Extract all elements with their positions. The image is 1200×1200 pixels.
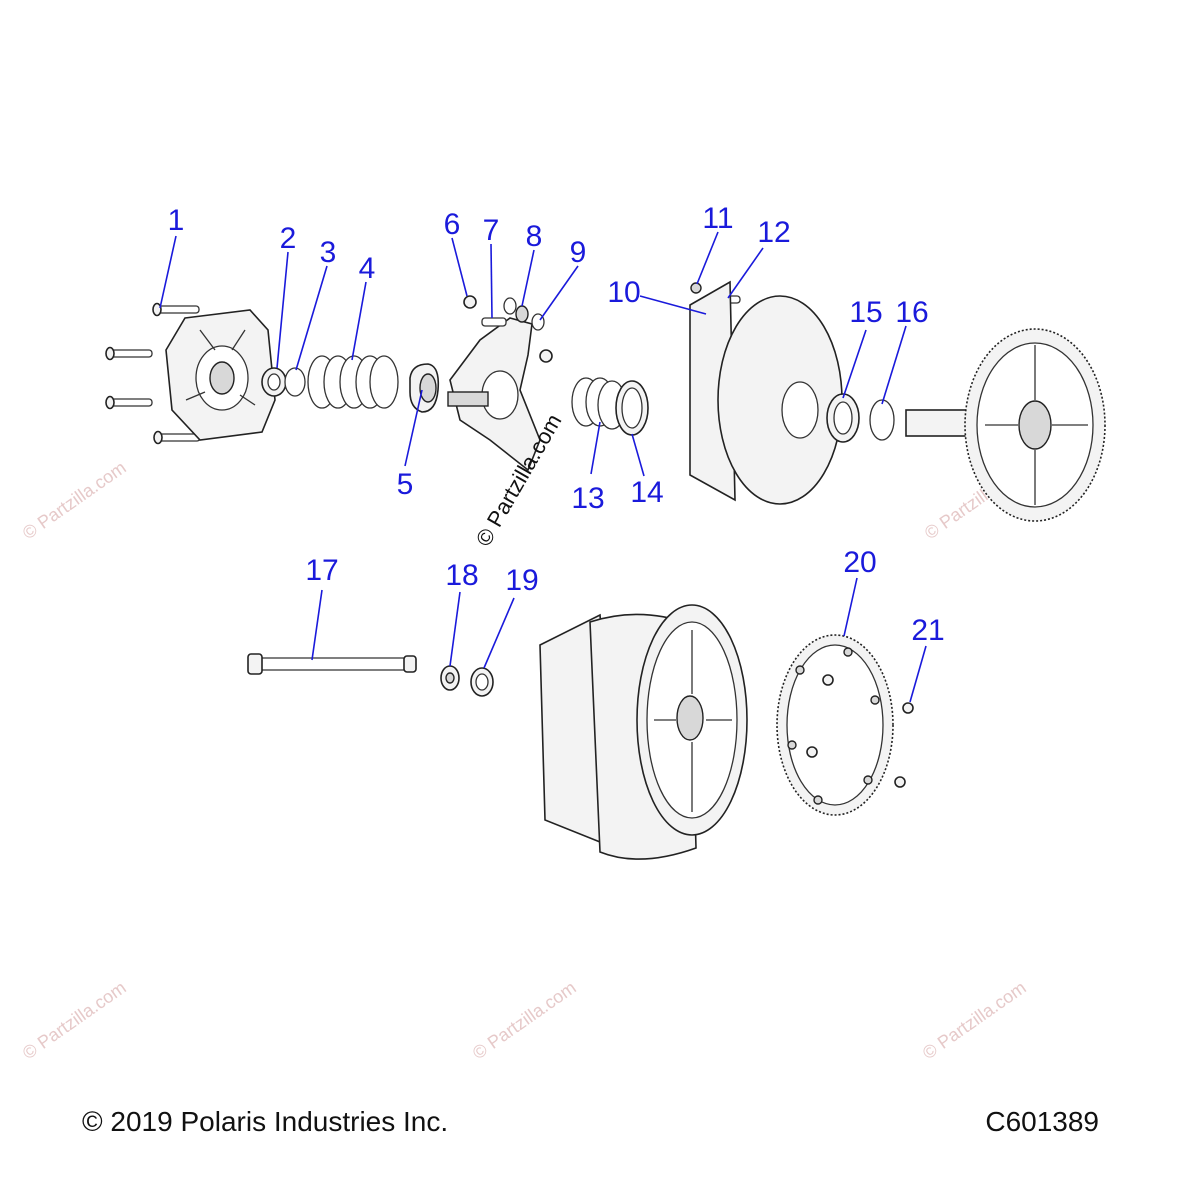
callout-8: 8	[526, 220, 543, 253]
callout-12: 12	[757, 216, 790, 249]
shaft-bolt	[247, 653, 417, 675]
bolts	[105, 302, 201, 445]
callout-21: 21	[911, 614, 944, 647]
bushing	[261, 367, 287, 397]
copyright-text: © 2019 Polaris Industries Inc.	[82, 1106, 449, 1137]
callout-10: 10	[607, 276, 640, 309]
watermark: © Partzilla.com	[19, 977, 130, 1063]
spacer	[470, 667, 494, 697]
watermark: © Partzilla.com	[919, 977, 1030, 1063]
spring	[307, 355, 399, 409]
shims	[571, 377, 649, 436]
watermark: © Partzilla.com	[19, 457, 130, 543]
sheave-bushings	[826, 393, 895, 443]
callout-16: 16	[895, 296, 928, 329]
collar	[409, 363, 440, 413]
callout-7: 7	[483, 214, 500, 247]
diagram-code: C601389	[985, 1106, 1099, 1137]
callout-9: 9	[570, 236, 587, 269]
watermark: © Partzilla.com	[469, 977, 580, 1063]
o-ring	[284, 367, 306, 397]
callout-3: 3	[320, 236, 337, 269]
callout-2: 2	[280, 222, 297, 255]
washer	[440, 665, 460, 691]
callout-17: 17	[305, 554, 338, 587]
ring-gear	[776, 634, 894, 816]
callout-20: 20	[843, 546, 876, 579]
gear-screws	[806, 674, 914, 788]
leader-lines	[159, 231, 927, 703]
fixed-sheave	[905, 328, 1106, 522]
callout-14: 14	[630, 476, 663, 509]
callout-11: 11	[702, 202, 733, 235]
callout-6: 6	[444, 208, 461, 241]
secondary-clutch	[539, 604, 748, 860]
callout-1: 1	[168, 204, 185, 237]
spider-assembly	[447, 295, 553, 472]
callout-4: 4	[359, 252, 376, 285]
callout-13: 13	[571, 482, 604, 515]
callout-labels: 1 2 3 4 5 6 7 8 9 10 11 12 13 14 15 16 1…	[168, 202, 945, 647]
callout-18: 18	[445, 559, 478, 592]
movable-sheave	[689, 280, 843, 505]
clutch-cover	[165, 309, 276, 441]
callout-19: 19	[505, 564, 538, 597]
callout-5: 5	[397, 468, 414, 501]
callout-15: 15	[849, 296, 882, 329]
